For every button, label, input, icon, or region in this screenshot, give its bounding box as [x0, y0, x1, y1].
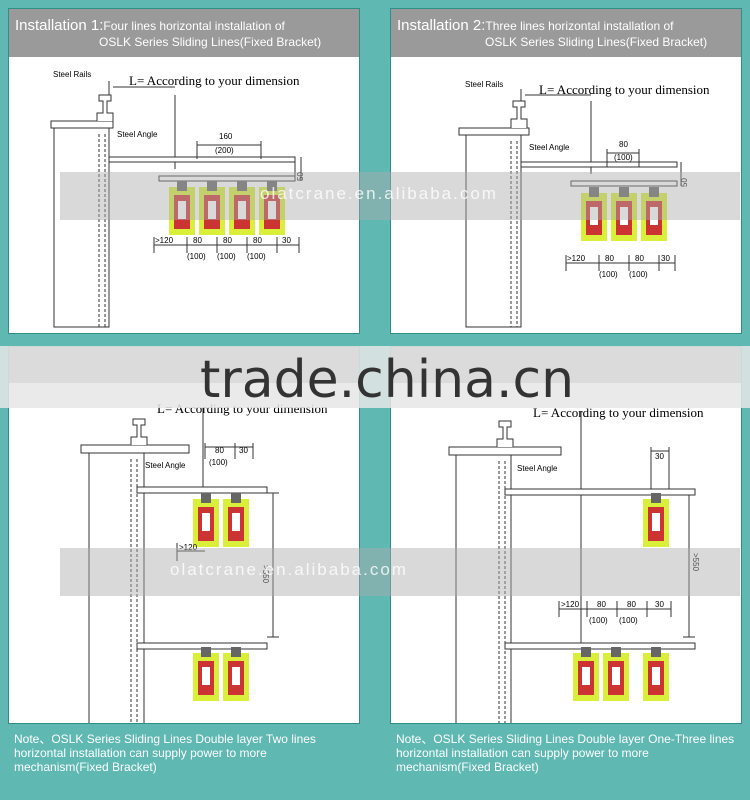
panel-1-bottom-alt-3: (100) [247, 252, 266, 261]
panel-2-top-dim-alt: (100) [614, 153, 633, 162]
panel-3-side-left: >120 [179, 543, 198, 552]
panel-4-bottom-alt-2: (100) [619, 616, 638, 625]
panel-1-angle-label: Steel Angle [117, 130, 158, 139]
panel-3-collectors [193, 493, 249, 701]
panel-2-bottom-dim-2: 80 [605, 254, 614, 263]
panel-2-bottom-dim-1: >120 [567, 254, 586, 263]
watermark-trade-text: trade.china.cn [200, 350, 575, 410]
note-left: Note、OSLK Series Sliding Lines Double la… [14, 732, 354, 774]
panel-4-bottom-dim-1: >120 [561, 600, 580, 609]
watermark-trade-band: trade.china.cn [0, 346, 750, 410]
panel-1-drawing: Steel Rails Steel Angle L= According to … [50, 70, 305, 328]
panel-4-drawing: L= According to your dimension Steel Ang… [448, 405, 704, 723]
panel-3-top-dim-alt: (100) [209, 458, 228, 467]
panel-2-collectors [581, 187, 667, 241]
panel-installation-2: Installation 2:Three lines horizontal in… [390, 8, 742, 334]
panel-1-top-dim-alt: (200) [215, 146, 234, 155]
panel-1-bottom-dim-5: 30 [282, 236, 291, 245]
panel-1-dimension-label: L= According to your dimension [129, 73, 300, 88]
panel-3-top-dim-2: 30 [239, 446, 248, 455]
panel-3-drawing: L= According to your dimension Steel Ang… [80, 401, 328, 723]
panel-4-collectors [573, 493, 669, 701]
panel-4-bottom-dim-4: 30 [655, 600, 664, 609]
watermark-band-top: olatcrane.en.alibaba.com [60, 172, 740, 220]
panel-4-bottom-dim-2: 80 [597, 600, 606, 609]
panel-3-angle-label: Steel Angle [145, 461, 186, 470]
panel-1-top-dim: 160 [219, 132, 233, 141]
panel-4-top-dim: 30 [655, 452, 664, 461]
panel-4-bottom-alt-1: (100) [589, 616, 608, 625]
panel-2-header: Installation 2:Three lines horizontal in… [391, 9, 741, 57]
panel-1-bottom-dim-1: >120 [155, 236, 174, 245]
panel-2-bottom-alt-2: (100) [629, 270, 648, 279]
panel-3-top-dim: 80 [215, 446, 224, 455]
panel-2-subtitle: OSLK Series Sliding Lines(Fixed Bracket) [485, 35, 708, 49]
panel-4-side-dim: >550 [691, 553, 700, 572]
watermark-site-bottom: olatcrane.en.alibaba.com [170, 560, 408, 579]
panel-installation-1: Installation 1:Four lines horizontal ins… [8, 8, 360, 334]
watermark-site-top: olatcrane.en.alibaba.com [260, 184, 498, 203]
panel-1-subtitle: OSLK Series Sliding Lines(Fixed Bracket) [99, 35, 322, 49]
panel-4-bottom-dim-3: 80 [627, 600, 636, 609]
panel-1-bottom-dim-3: 80 [223, 236, 232, 245]
panel-2-angle-label: Steel Angle [529, 143, 570, 152]
panel-2-bottom-alt-1: (100) [599, 270, 618, 279]
panel-1-title: Installation 1:Four lines horizontal ins… [15, 17, 285, 34]
panel-2-bottom-dim-3: 80 [635, 254, 644, 263]
panel-2-rails-label: Steel Rails [465, 80, 503, 89]
panel-1-collectors [169, 181, 285, 235]
panel-1-rails-label: Steel Rails [53, 70, 91, 79]
panel-2-top-dim: 80 [619, 140, 628, 149]
panel-3-side-dim: >550 [261, 565, 270, 584]
panel-4-angle-label: Steel Angle [517, 464, 558, 473]
panel-double-layer-two-lines: L= According to your dimension Steel Ang… [8, 346, 360, 724]
panel-2-side-dim: 50 [680, 178, 689, 187]
panel-1-header: Installation 1:Four lines horizontal ins… [9, 9, 359, 57]
panel-2-bottom-dim-4: 30 [661, 254, 670, 263]
panel-1-bottom-alt-2: (100) [217, 252, 236, 261]
panel-1-side-dim: 50 [296, 172, 305, 181]
note-right: Note、OSLK Series Sliding Lines Double la… [396, 732, 736, 774]
panel-4-dimension-label: L= According to your dimension [533, 405, 704, 420]
panel-2-drawing: Steel Rails Steel Angle L= According to … [458, 80, 710, 328]
panel-2-dimension-label: L= According to your dimension [539, 82, 710, 97]
panel-1-bottom-alt-1: (100) [187, 252, 206, 261]
panel-1-bottom-dim-2: 80 [193, 236, 202, 245]
panel-1-bottom-dim-4: 80 [253, 236, 262, 245]
panel-2-title: Installation 2:Three lines horizontal in… [397, 17, 674, 34]
watermark-band-bottom: olatcrane.en.alibaba.com [60, 548, 740, 596]
